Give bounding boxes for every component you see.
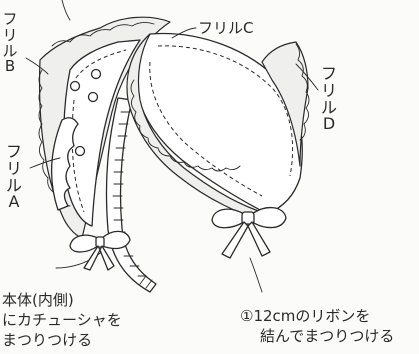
leader-body [55, 249, 105, 269]
brim-stitch [157, 45, 294, 177]
leader-frill-c [171, 27, 197, 39]
button-dot-3 [87, 91, 99, 103]
ribbon-note-line-1: ①12cmのリボンを [240, 307, 371, 325]
button-dot-2 [90, 68, 102, 80]
frill-a-shape [50, 117, 79, 211]
leader-frill-d [295, 63, 319, 91]
right-ribbon-bow [211, 207, 287, 259]
brim-inner-stitch [149, 61, 263, 197]
leader-top [61, 0, 71, 21]
label-frill-c: フリルC [198, 19, 254, 37]
ribbon-note: ①12cmのリボンを 結んでまつりつける [240, 306, 394, 346]
frill-d-shape [261, 41, 309, 167]
body-note-line-3: まつりつける [2, 331, 93, 349]
frill-b-scallop [38, 69, 71, 207]
left-ribbon-bow [69, 230, 131, 271]
leader-frill-b [25, 57, 49, 75]
leader-frill-a [29, 157, 61, 169]
body-stitch [71, 49, 127, 213]
headband-end-ticks [139, 275, 153, 289]
button-dot-4 [74, 145, 86, 157]
frill-b-top-scallop [51, 21, 155, 47]
button-dot-1 [69, 80, 81, 92]
body-note-line-2: にカチューシャを [2, 311, 122, 329]
leader-ribbon [249, 257, 263, 293]
label-frill-d: フリルD [321, 64, 338, 134]
frill-d-scallop [295, 43, 310, 141]
frill-c-scallop [130, 79, 241, 172]
body-note-line-1: 本体(内側) [2, 291, 74, 309]
body-note: 本体(内側) にカチューシャを まつりつける [2, 290, 122, 350]
label-frill-a: フリルA [6, 142, 23, 212]
ribbon-note-line-2: 結んでまつりつける [260, 327, 395, 345]
label-frill-b: フリルB [2, 10, 18, 76]
